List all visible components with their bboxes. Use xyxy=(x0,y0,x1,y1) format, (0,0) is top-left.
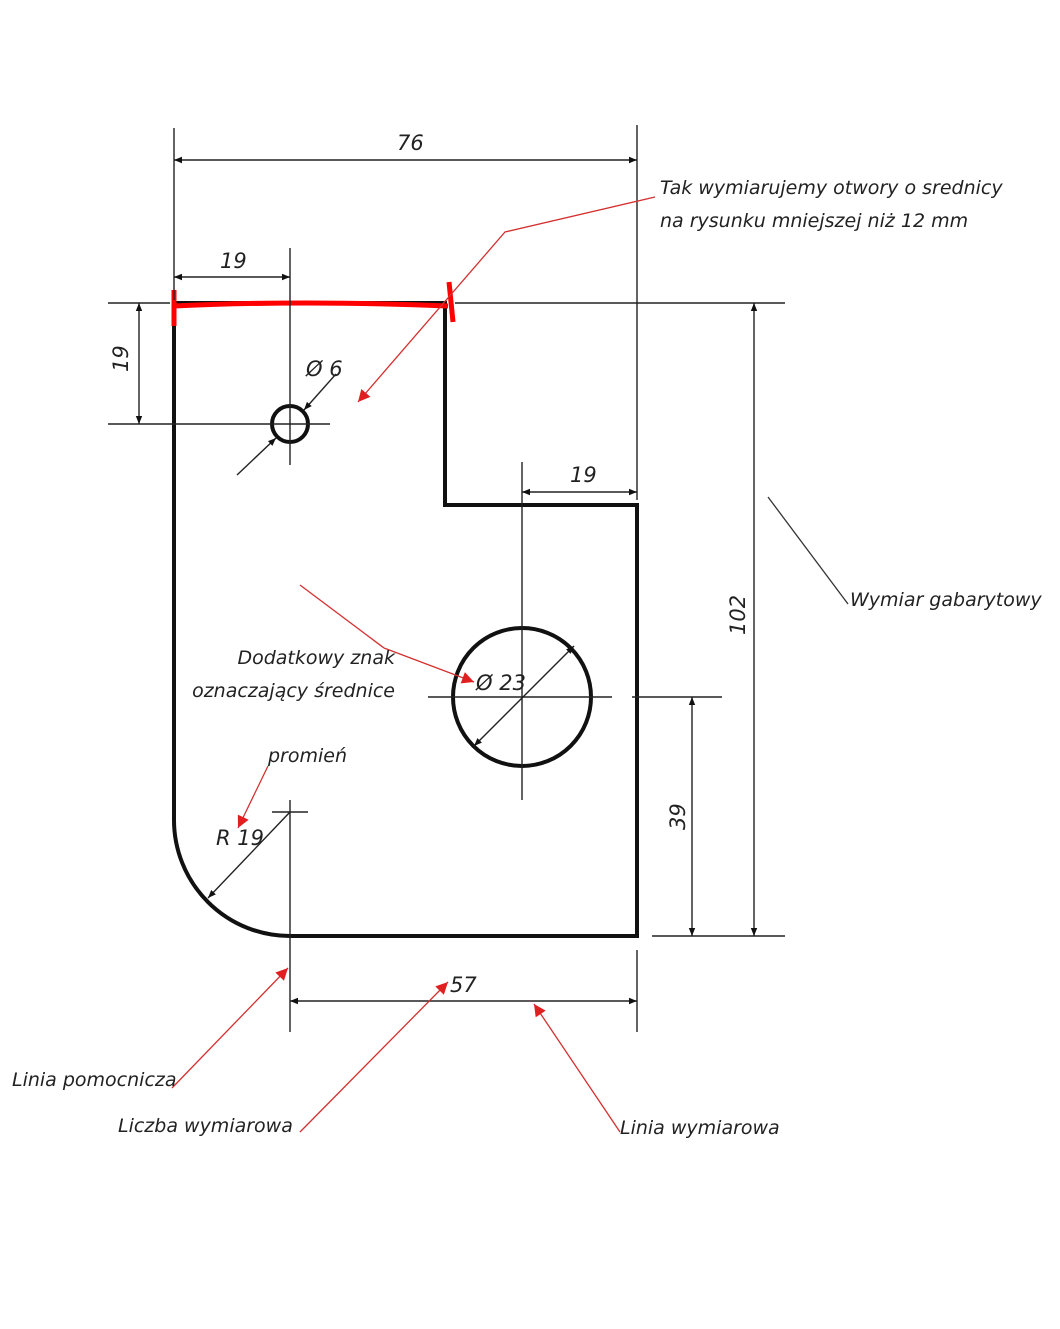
dim-hole-offset-x: 19 xyxy=(220,249,247,273)
note-extension-line: Linia pomocnicza xyxy=(12,1069,177,1091)
dim-radius: R 19 xyxy=(216,826,264,850)
annotation-leaders xyxy=(171,196,849,1133)
dim-step-width: 19 xyxy=(570,463,597,487)
note-dimension-number: Liczba wymiarowa xyxy=(118,1115,293,1137)
dimension-lines xyxy=(135,156,758,1005)
note-radius: promień xyxy=(267,745,347,767)
dim-overall-width: 76 xyxy=(397,131,424,155)
red-highlight-top-edge xyxy=(171,281,456,326)
dim-small-hole-diameter: Ø 6 xyxy=(305,357,343,381)
note-small-holes-line2: na rysunku mniejszej niż 12 mm xyxy=(660,210,968,232)
part-outline xyxy=(172,301,639,938)
note-diameter-sign-line1: Dodatkowy znak xyxy=(237,647,396,669)
dim-overall-height: 102 xyxy=(726,595,750,635)
note-small-holes-line1: Tak wymiarujemy otwory o srednicy xyxy=(660,177,1003,199)
extension-lines xyxy=(108,125,785,1032)
dim-big-hole-diameter: Ø 23 xyxy=(475,671,526,695)
note-overall-dimension: Wymiar gabarytowy xyxy=(850,589,1042,611)
dim-bottom-length: 57 xyxy=(450,973,477,997)
note-dimension-line: Linia wymiarowa xyxy=(620,1117,780,1139)
dim-big-hole-height: 39 xyxy=(666,803,690,830)
note-diameter-sign-line2: oznaczający średnice xyxy=(192,680,395,702)
dim-hole-offset-y: 19 xyxy=(109,345,133,372)
